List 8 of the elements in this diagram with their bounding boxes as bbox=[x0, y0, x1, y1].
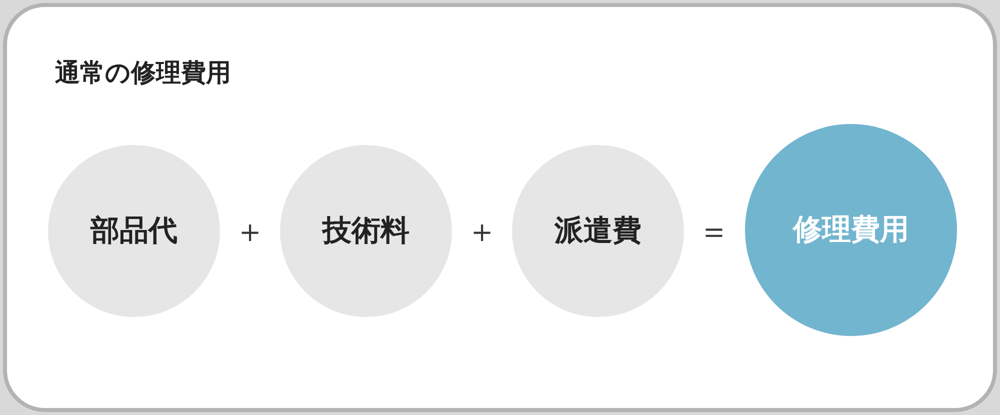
node-label: 部品代 bbox=[90, 212, 178, 249]
node-label: 技術料 bbox=[322, 212, 410, 249]
operator-sign: ＋ bbox=[233, 211, 267, 252]
node-label: 修理費用 bbox=[793, 211, 909, 248]
diagram-title: 通常の修理費用 bbox=[55, 57, 231, 89]
operator-sign: ＝ bbox=[697, 211, 731, 252]
operator-sign: ＋ bbox=[465, 211, 499, 252]
node-label: 派遣費 bbox=[554, 212, 642, 249]
